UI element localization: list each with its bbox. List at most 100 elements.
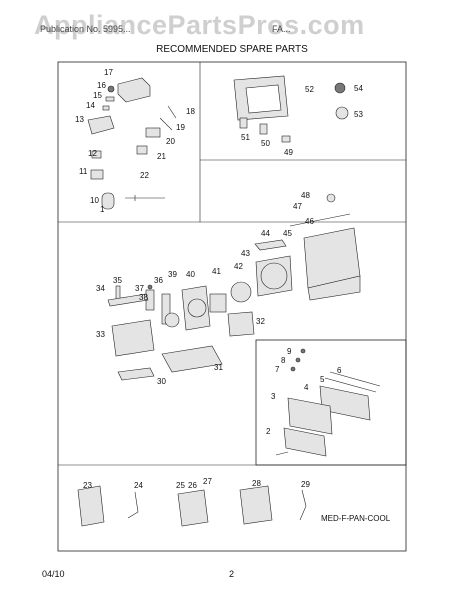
part-8-screw xyxy=(295,357,301,363)
part-2-filter xyxy=(283,427,327,457)
callout-25: 25 xyxy=(176,481,185,490)
part-16-screw xyxy=(107,85,115,93)
part-9-screw xyxy=(300,348,306,354)
callout-30: 30 xyxy=(157,377,166,386)
page-number: 2 xyxy=(229,569,235,579)
callout-45: 45 xyxy=(283,229,292,238)
outer-frame xyxy=(57,61,407,552)
callout-28: 28 xyxy=(252,479,261,488)
callout-11: 11 xyxy=(79,167,88,176)
part-32-bracket xyxy=(227,311,255,337)
part-47-rail xyxy=(289,213,351,227)
callout-51: 51 xyxy=(241,133,250,142)
callout-26: 26 xyxy=(188,481,197,490)
callout-44: 44 xyxy=(261,229,270,238)
part-6-louver xyxy=(329,371,381,387)
part-5-louver xyxy=(324,377,377,393)
callout-4: 4 xyxy=(304,383,309,392)
callout-1: 1 xyxy=(100,205,105,214)
callout-8: 8 xyxy=(281,356,286,365)
part-48-grommet xyxy=(326,193,336,203)
part-54-knob xyxy=(334,82,346,94)
callout-41: 41 xyxy=(212,267,221,276)
part-13-control-box xyxy=(87,115,115,135)
callout-54: 54 xyxy=(354,84,363,93)
diagram-code: MED-F-PAN-COOL xyxy=(321,514,391,523)
part-37-screw xyxy=(147,284,153,290)
part-1-leader xyxy=(275,451,289,456)
footer-date: 04/10 xyxy=(42,569,65,579)
callout-27: 27 xyxy=(203,477,212,486)
part-38-blower xyxy=(164,312,180,328)
part-21-switch xyxy=(136,145,148,155)
callout-7: 7 xyxy=(275,365,280,374)
callout-39: 39 xyxy=(168,270,177,279)
part-44-panel xyxy=(254,239,287,251)
callout-34: 34 xyxy=(96,284,105,293)
callout-18: 18 xyxy=(186,107,195,116)
part-20-board xyxy=(145,127,161,138)
callout-9: 9 xyxy=(287,347,292,356)
part-18-rod xyxy=(167,105,177,119)
callout-37: 37 xyxy=(135,284,144,293)
callout-15: 15 xyxy=(93,91,102,100)
part-12-switch xyxy=(91,150,102,159)
callout-6: 6 xyxy=(337,366,342,375)
callout-2: 2 xyxy=(266,427,271,436)
callout-12: 12 xyxy=(88,149,97,158)
callout-53: 53 xyxy=(354,110,363,119)
callout-42: 42 xyxy=(234,262,243,271)
part-34-plate xyxy=(107,293,149,307)
part-17-cover xyxy=(117,77,151,103)
callout-29: 29 xyxy=(301,480,310,489)
callout-36: 36 xyxy=(154,276,163,285)
part-53-knob xyxy=(335,106,349,120)
part-30-drain-pan xyxy=(117,367,155,381)
callout-10: 10 xyxy=(90,196,99,205)
part-42-fan-blade xyxy=(230,281,252,303)
part-43-shroud xyxy=(255,255,293,297)
callout-22: 22 xyxy=(140,171,149,180)
publication-number: Publication No. 5995... xyxy=(40,24,131,34)
callout-46: 46 xyxy=(305,217,314,226)
part-23-evaporator xyxy=(77,485,105,527)
callout-31: 31 xyxy=(214,363,223,372)
callout-17: 17 xyxy=(104,68,113,77)
callout-19: 19 xyxy=(176,123,185,132)
model-number: FA... xyxy=(272,24,291,34)
part-28-condenser xyxy=(239,485,273,525)
callout-33: 33 xyxy=(96,330,105,339)
callout-35: 35 xyxy=(113,276,122,285)
part-10-capacitor xyxy=(101,192,115,210)
callout-labels: 1 2 3 4 5 6 7 8 9 10 11 12 13 14 15 16 1… xyxy=(75,68,363,490)
callout-43: 43 xyxy=(241,249,250,258)
callout-49: 49 xyxy=(284,148,293,157)
part-51-bracket xyxy=(239,117,248,129)
part-40-scroll xyxy=(181,285,211,331)
callout-13: 13 xyxy=(75,115,84,124)
callout-52: 52 xyxy=(305,85,314,94)
callout-3: 3 xyxy=(271,392,276,401)
callout-20: 20 xyxy=(166,137,175,146)
part-49-clip xyxy=(281,135,291,143)
callout-32: 32 xyxy=(256,317,265,326)
callout-21: 21 xyxy=(157,152,166,161)
part-4-front-panel xyxy=(319,385,371,421)
part-29-sensor xyxy=(299,489,307,521)
callout-47: 47 xyxy=(293,202,302,211)
part-50-bracket xyxy=(259,123,268,135)
callout-24: 24 xyxy=(134,481,143,490)
part-41-motor xyxy=(209,293,227,313)
part-7-screw xyxy=(290,366,296,372)
page-title: RECOMMENDED SPARE PARTS xyxy=(156,44,308,55)
callout-16: 16 xyxy=(97,81,106,90)
part-14-clip xyxy=(102,105,110,111)
part-25-compressor-mount xyxy=(177,489,209,527)
part-11-relay xyxy=(90,169,104,180)
callout-14: 14 xyxy=(86,101,95,110)
part-33-base xyxy=(111,319,155,357)
callout-23: 23 xyxy=(83,481,92,490)
callout-5: 5 xyxy=(320,375,325,384)
callout-48: 48 xyxy=(301,191,310,200)
